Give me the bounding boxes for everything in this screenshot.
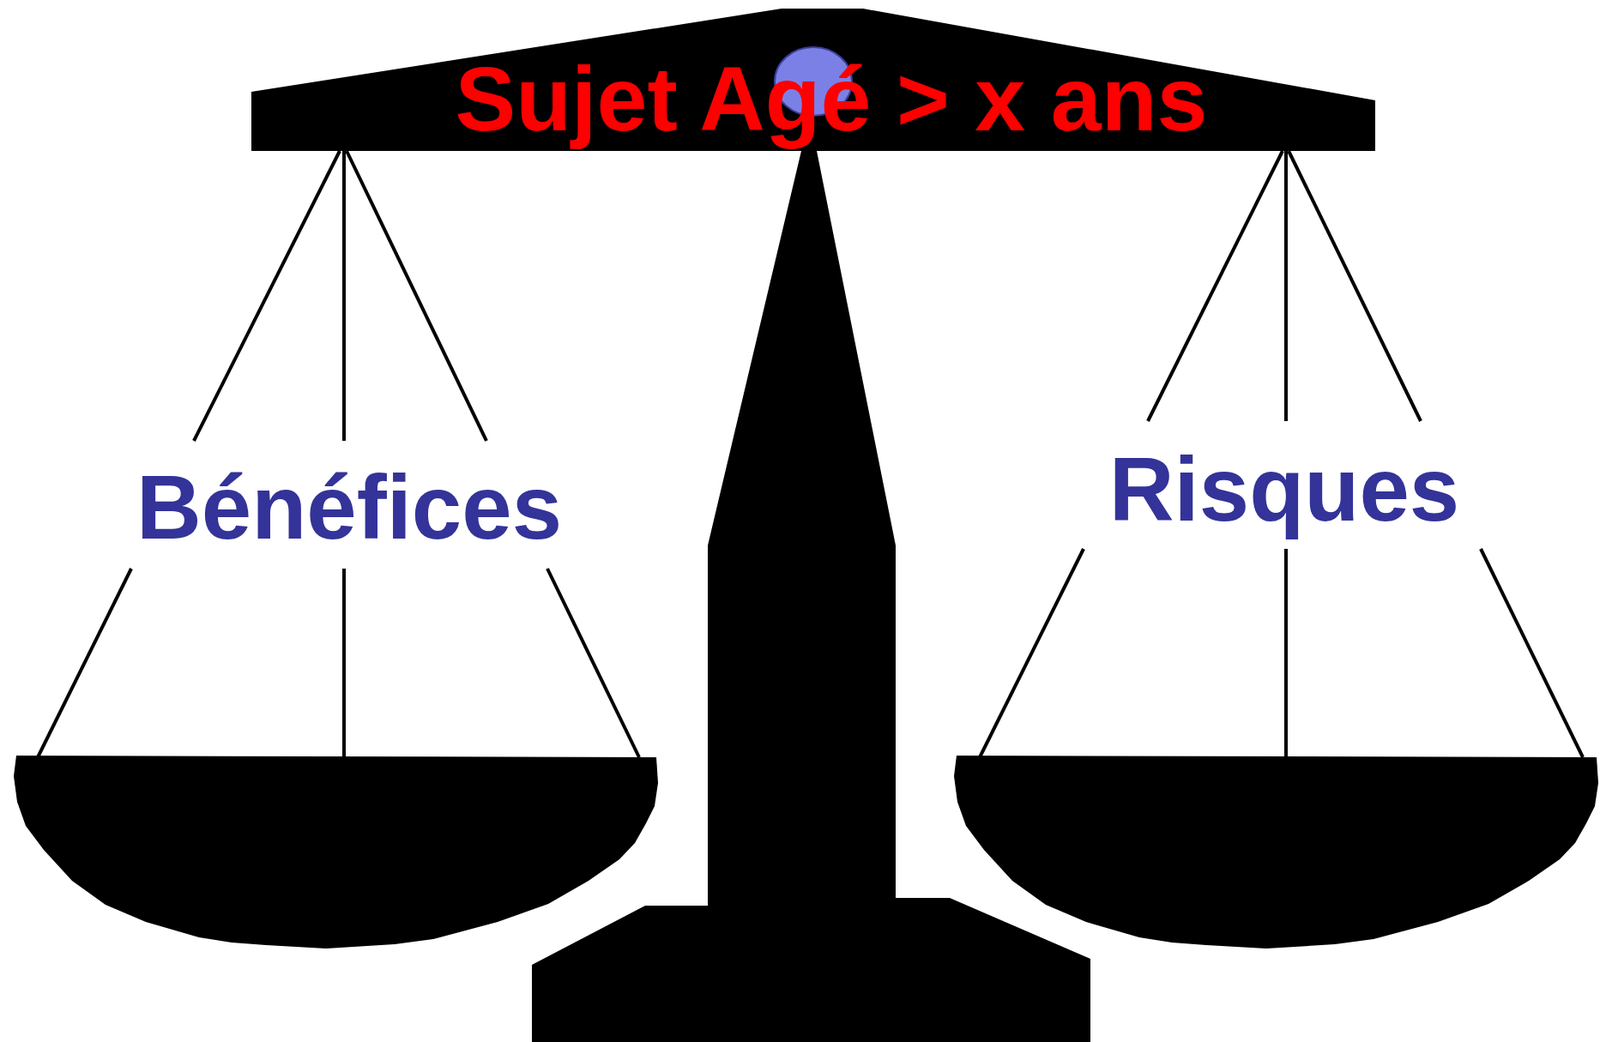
pan-label: Risques xyxy=(1109,444,1460,535)
scale-beam xyxy=(251,8,1376,151)
pan-label: Bénéfices xyxy=(136,462,562,553)
scale-pan xyxy=(13,755,659,949)
scale-pillar xyxy=(531,150,1091,1042)
pan-strings xyxy=(37,150,1583,758)
scale-pan xyxy=(953,755,1599,949)
scale-title: Sujet Agé > x ans xyxy=(455,53,1208,145)
